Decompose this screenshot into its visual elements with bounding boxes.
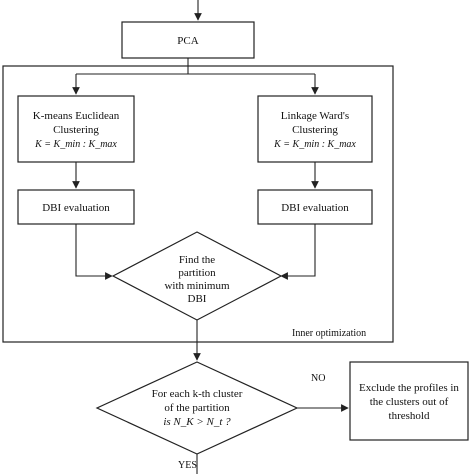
- kmeans-box: [17, 95, 135, 163]
- exclude-line3: threshold: [389, 410, 430, 422]
- linkage-formula: K = K_min : K_max: [273, 139, 356, 150]
- find-partition-line3: with minimum: [164, 280, 230, 292]
- dbi-left-box: [17, 189, 135, 225]
- dbi-left-to-find-arrow: [75, 224, 113, 280]
- find-partition-line1: Find the: [179, 254, 215, 266]
- dbi-left-label: DBI evaluation: [42, 202, 110, 214]
- inner-optimization-frame: [2, 65, 394, 343]
- decision-line1: For each k-th cluster: [152, 388, 243, 400]
- no-label: NO: [311, 373, 325, 384]
- dbi-right-to-find-arrow: [280, 224, 316, 280]
- kmeans-formula: K = K_min : K_max: [34, 139, 117, 150]
- find-partition-line4: DBI: [188, 293, 207, 305]
- exclude-box: [349, 361, 469, 441]
- kmeans-line2: Clustering: [53, 124, 99, 136]
- dbi-right-label: DBI evaluation: [281, 202, 349, 214]
- exclude-line2: the clusters out of: [370, 396, 449, 408]
- yes-label: YES: [178, 460, 197, 471]
- dbi-right-box: [257, 189, 373, 225]
- pca-label: PCA: [177, 35, 198, 47]
- decision-line3: is N_K > N_t ?: [163, 416, 231, 428]
- decision-line2: of the partition: [164, 402, 230, 414]
- exclude-line1: Exclude the profiles in: [359, 382, 459, 394]
- linkage-line2: Clustering: [292, 124, 338, 136]
- linkage-line1: Linkage Ward's: [281, 110, 349, 122]
- inner-optimization-label: Inner optimization: [292, 328, 366, 339]
- linkage-box: [257, 95, 373, 163]
- kmeans-line1: K-means Euclidean: [33, 110, 120, 122]
- find-partition-line2: partition: [178, 267, 216, 279]
